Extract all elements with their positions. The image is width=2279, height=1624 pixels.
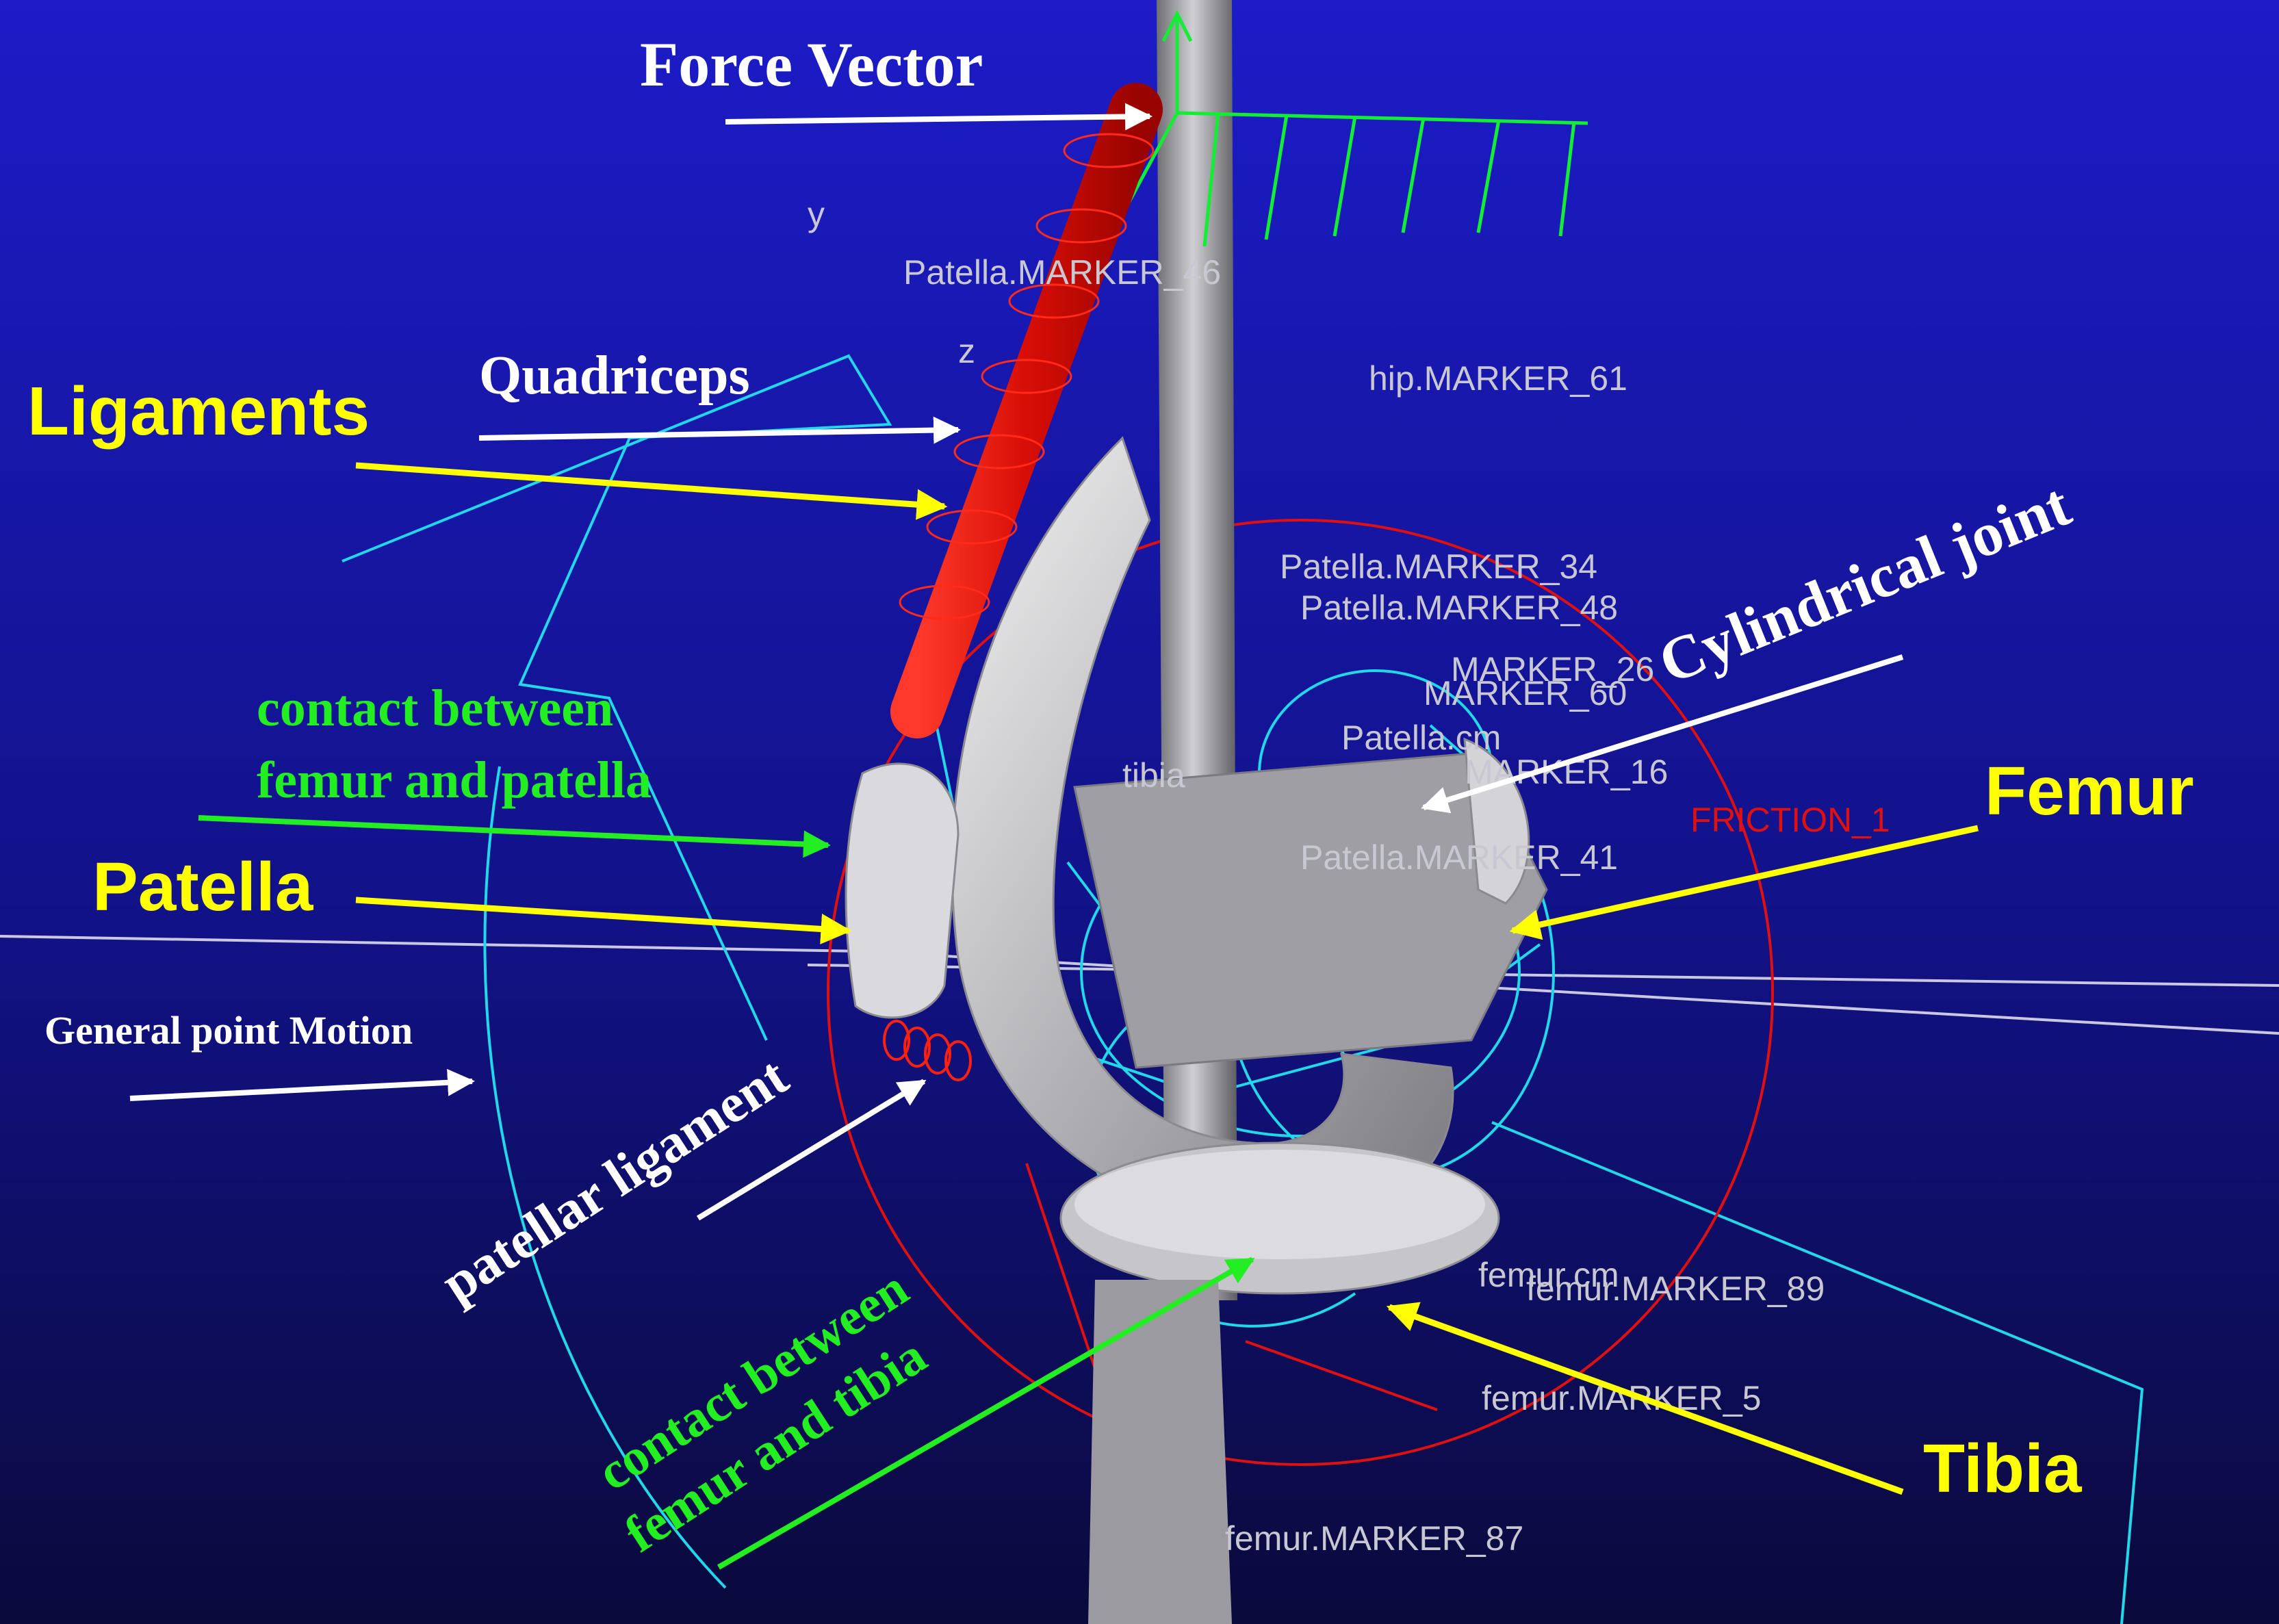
quadriceps-muscle — [890, 83, 1163, 738]
marker-patella-41: Patella.MARKER_41 — [1300, 838, 1618, 877]
green-label-arrows — [198, 815, 1255, 1570]
tibia-plateau — [1059, 1142, 1500, 1295]
marker-femur-cm: femur.cm — [1478, 1256, 1619, 1294]
femur-shaft — [1157, 0, 1237, 1300]
tibia-shaft — [1088, 1280, 1232, 1624]
patella-bone — [845, 762, 960, 1019]
axis-z-label: z — [958, 332, 975, 370]
marker-patella-48: Patella.MARKER_48 — [1300, 589, 1618, 627]
marker-femur-5: femur.MARKER_5 — [1482, 1379, 1761, 1417]
label-quadriceps: Quadriceps — [479, 346, 750, 406]
patellar-ligament — [883, 1020, 972, 1081]
femur-condyles — [951, 436, 1548, 1226]
marker-femur-87: femur.MARKER_87 — [1225, 1519, 1523, 1558]
marker-hip-61: hip.MARKER_61 — [1369, 359, 1627, 398]
label-contact-femur-patella-line1: contact between — [257, 680, 613, 737]
label-general-point-motion: General point Motion — [44, 1008, 413, 1053]
label-ligaments: Ligaments — [27, 373, 370, 450]
white-label-arrows — [129, 103, 1904, 1221]
axis-y-label: y — [808, 195, 825, 233]
marker-26: MARKER_26 — [1451, 650, 1654, 688]
friction-label: FRICTION_1 — [1690, 801, 1890, 839]
marker-tibia: tibia — [1122, 756, 1185, 795]
marker-patella-cm: Patella.cm — [1341, 719, 1501, 757]
label-patella: Patella — [92, 849, 314, 925]
marker-femur-89: femur.MARKER_89 — [1526, 1269, 1825, 1308]
marker-patella-34: Patella.MARKER_34 — [1280, 547, 1597, 586]
label-contact-femur-patella-line2: femur and patella — [257, 751, 652, 809]
friction-circle — [827, 519, 1774, 1466]
label-tibia: Tibia — [1923, 1430, 2083, 1507]
marker-patella-46: Patella.MARKER_46 — [903, 253, 1221, 292]
yellow-label-arrows — [355, 462, 1979, 1495]
marker-60: MARKER_60 — [1424, 674, 1627, 712]
label-femur: Femur — [1985, 753, 2194, 829]
label-force-vector: Force Vector — [640, 29, 983, 99]
